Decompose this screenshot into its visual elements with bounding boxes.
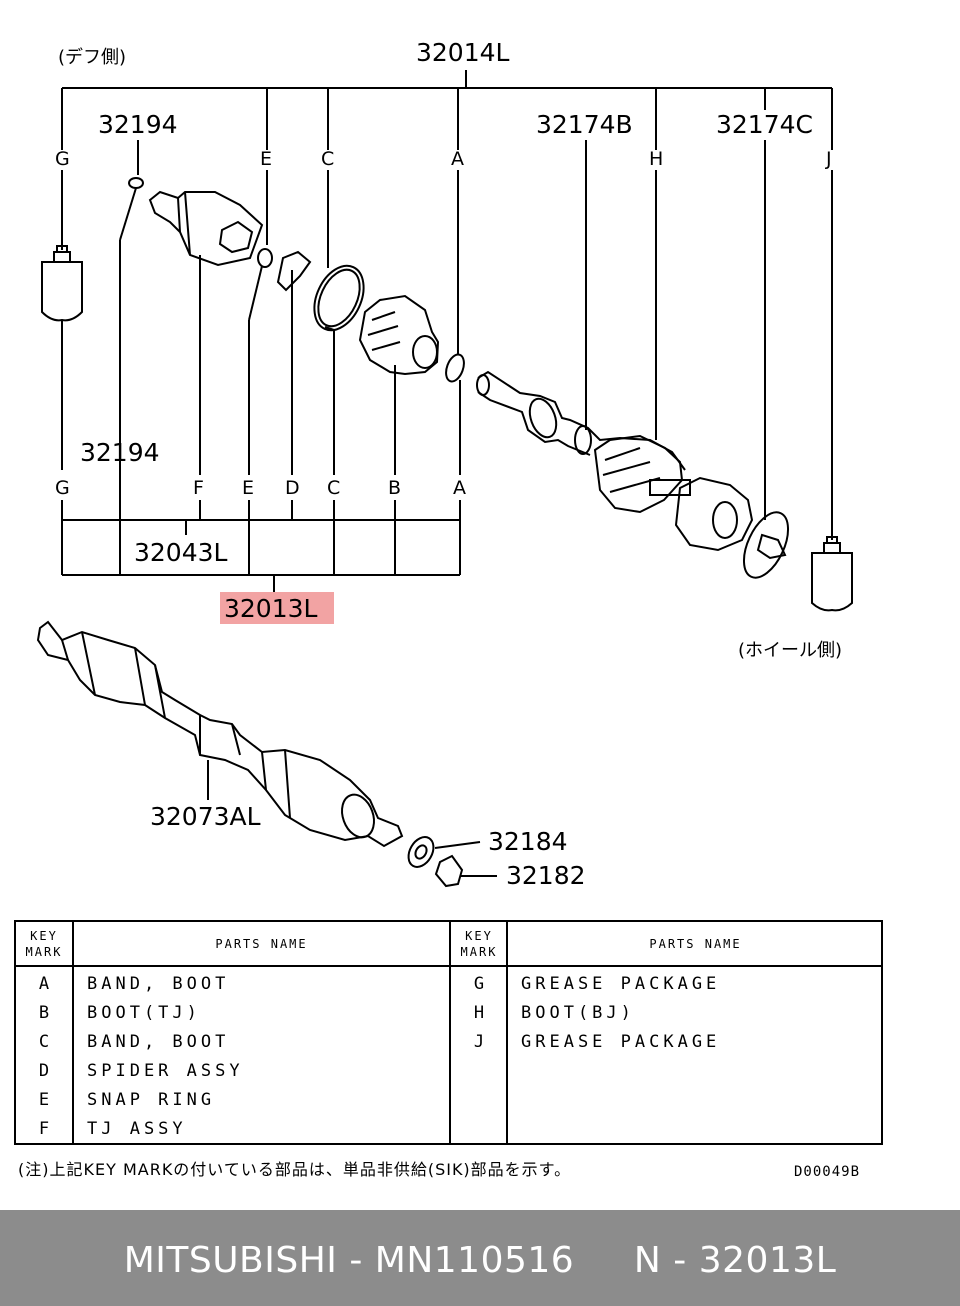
key-mark-bottom-g: G <box>55 477 70 499</box>
part-number-32194-top[interactable]: 32194 <box>98 110 178 139</box>
key-mark-top-h: H <box>649 148 664 170</box>
part-number-32184[interactable]: 32184 <box>488 827 568 856</box>
table-row-name: TJ ASSY <box>87 1119 187 1139</box>
key-mark-bottom-b: B <box>388 477 402 499</box>
table-row-key: D <box>38 1061 50 1081</box>
part-number-32043L[interactable]: 32043L <box>134 538 228 567</box>
drawing-code: D00049B <box>794 1164 861 1180</box>
key-mark-top-j: J <box>826 148 832 170</box>
key-mark-top-c: C <box>321 148 335 170</box>
wheel-side-label: (ホイール側) <box>738 640 843 661</box>
key-mark-top-g: G <box>55 148 70 170</box>
key-mark-bottom-e: E <box>242 477 255 499</box>
table-row-key: B <box>38 1003 50 1023</box>
part-number-32194-mid[interactable]: 32194 <box>80 438 160 467</box>
highlighted-part[interactable]: 32013L <box>220 592 334 624</box>
table-divider <box>72 922 74 1143</box>
table-row-name: BOOT(TJ) <box>87 1003 201 1023</box>
table-row-key: F <box>38 1119 50 1139</box>
key-mark-top-a: A <box>451 148 464 170</box>
parts-table: KEY MARK PARTS NAME KEY MARK PARTS NAME … <box>14 920 883 1145</box>
table-divider <box>506 922 508 1143</box>
part-number-32013L[interactable]: 32013L <box>224 594 318 623</box>
table-row-name: BAND, BOOT <box>87 1032 230 1052</box>
table-divider <box>449 922 451 1143</box>
key-mark-header: KEY MARK <box>460 929 498 959</box>
key-mark-bottom-c: C <box>327 477 341 499</box>
table-header-divider <box>16 965 881 967</box>
table-row-name: GREASE PACKAGE <box>521 974 721 994</box>
key-mark-bottom-d: D <box>285 477 300 499</box>
part-number-32014L[interactable]: 32014L <box>416 38 510 67</box>
table-row-name: SNAP RING <box>87 1090 216 1110</box>
exploded-view-drawing <box>36 70 853 888</box>
part-number-32073AL[interactable]: 32073AL <box>150 802 261 831</box>
table-row-key: H <box>473 1003 485 1023</box>
key-mark-bottom-a: A <box>453 477 466 499</box>
footnote: (注)上記KEY MARKの付いている部品は、単品非供給(SIK)部品を示す。 <box>18 1160 572 1179</box>
table-row-key: E <box>38 1090 50 1110</box>
table-row-key: A <box>38 974 50 994</box>
table-row-key: J <box>473 1032 485 1052</box>
part-number-32174B[interactable]: 32174B <box>536 110 633 139</box>
parts-name-header: PARTS NAME <box>649 937 742 951</box>
footer-part-reference: MITSUBISHI - MN110516 N - 32013L <box>123 1240 837 1281</box>
part-number-32182[interactable]: 32182 <box>506 861 586 890</box>
table-row-name: GREASE PACKAGE <box>521 1032 721 1052</box>
parts-name-header: PARTS NAME <box>215 937 308 951</box>
diff-side-label: (デフ側) <box>58 47 127 68</box>
part-number-32174C[interactable]: 32174C <box>716 110 813 139</box>
key-mark-header: KEY MARK <box>25 929 63 959</box>
key-mark-bottom-f: F <box>193 477 204 499</box>
key-mark-top-e: E <box>260 148 273 170</box>
table-row-name: BOOT(BJ) <box>521 1003 635 1023</box>
table-row-key: C <box>38 1032 50 1052</box>
table-row-name: SPIDER ASSY <box>87 1061 244 1081</box>
table-row-name: BAND, BOOT <box>87 974 230 994</box>
table-row-key: G <box>473 974 485 994</box>
footer-bar: MITSUBISHI - MN110516 N - 32013L <box>0 1210 960 1306</box>
